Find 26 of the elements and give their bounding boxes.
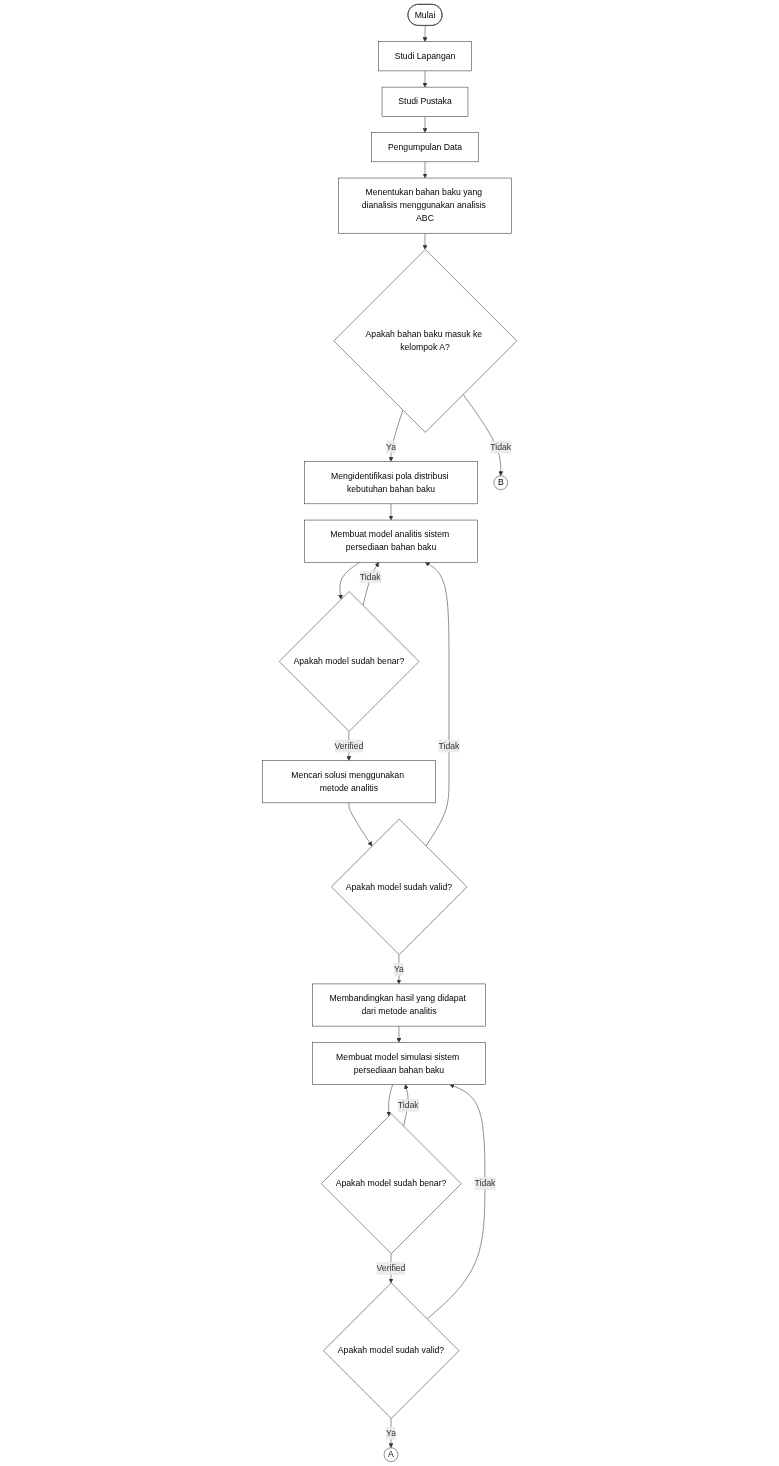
edge-label: Ya <box>386 1428 396 1438</box>
edge-label: Tidak <box>397 1100 419 1110</box>
node-box: Pengumpulan Data <box>371 132 479 163</box>
edge-label: Verified <box>376 1263 406 1273</box>
edge-label: Tidak <box>359 572 381 582</box>
node-box: Membuat model simulasi sistem persediaan bahan baku <box>312 1042 486 1085</box>
node-box: Mengidentifikasi pola distribusi kebutuhan bahan baku <box>304 461 478 505</box>
node-diamond: Apakah model sudah valid? <box>323 1282 460 1419</box>
node-diamond: Apakah model sudah valid? <box>331 818 468 955</box>
node-box: Mencari solusi menggunakan metode analitis <box>262 760 436 804</box>
node-box: Menentukan bahan baku yang dianalisis menggunakan analisis ABC <box>338 177 512 234</box>
node-box: Membuat model analitis sistem persediaan bahan baku <box>304 519 478 563</box>
edge-label: Tidak <box>438 741 460 751</box>
node-diamond: Apakah model sudah benar? <box>278 591 420 732</box>
edge-label: Tidak <box>490 442 512 452</box>
node-box: Studi Pustaka <box>381 86 469 117</box>
node-circle: A <box>383 1447 399 1462</box>
node-box: Membandingkan hasil yang didapat dari metode analitis <box>312 983 486 1027</box>
edge-label: Tidak <box>474 1178 496 1189</box>
edge-label: Ya <box>386 442 396 452</box>
edge-label: Verified <box>334 741 364 751</box>
node-diamond: Apakah bahan baku masuk ke kelompok A? <box>333 249 517 433</box>
edge-label: Ya <box>393 964 404 974</box>
node-circle: B <box>493 475 508 490</box>
node-diamond: Apakah model sudah benar? <box>321 1113 462 1254</box>
node-box: Studi Lapangan <box>378 41 472 72</box>
